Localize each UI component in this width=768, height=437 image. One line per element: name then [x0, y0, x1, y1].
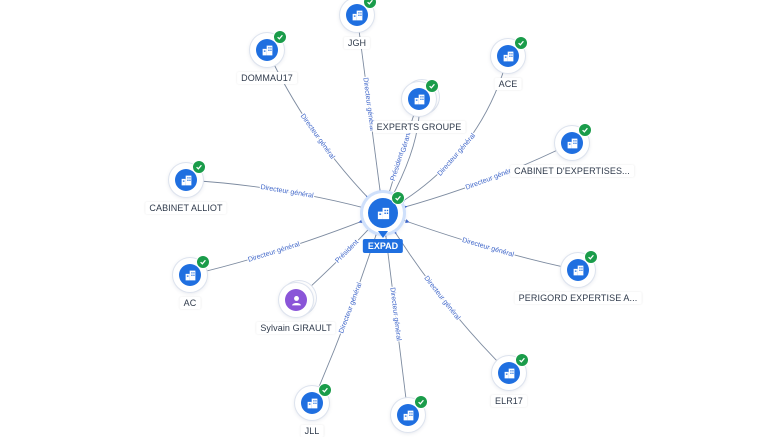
edge-arrow-perigord: [405, 219, 410, 223]
edge-arrow-jgh: [378, 189, 383, 194]
center-node-label: EXPAD: [362, 239, 404, 253]
person-icon: [285, 289, 307, 311]
center-node-button[interactable]: [363, 191, 405, 233]
edge-label-experts-groupe: Président: [390, 152, 406, 182]
node-button-jgh[interactable]: [340, 0, 377, 32]
edge-cabinet-alliot: [185, 179, 384, 214]
node-label: AC: [179, 297, 201, 309]
verified-check-icon: [391, 191, 405, 205]
building-icon: [498, 362, 520, 384]
verified-check-icon: [318, 383, 332, 397]
edge-label-ac: Directeur général: [247, 241, 301, 264]
node-label: PERIGORD EXPERTISE A...: [514, 292, 642, 304]
node-button-ac[interactable]: [173, 255, 210, 292]
building-icon: [497, 45, 519, 67]
edge-arrow-ac: [358, 219, 364, 223]
verified-check-icon: [414, 395, 428, 409]
node-label: DOMMAU17: [237, 72, 297, 84]
node-label: ELR17: [490, 395, 528, 407]
node-button-experts-groupe[interactable]: [402, 79, 439, 116]
verified-check-icon: [584, 250, 598, 264]
building-icon: [256, 39, 278, 61]
node-button-bottom-unlabeled[interactable]: [391, 395, 428, 432]
edge-cabinet-expertises: [382, 142, 573, 214]
node-label: ACE: [494, 78, 522, 90]
building-icon: [346, 4, 368, 26]
node-button-cabinet-alliot[interactable]: [169, 160, 206, 197]
edge-label-cabinet-alliot: Directeur général: [260, 184, 315, 200]
building-icon: [397, 404, 419, 426]
building-icon: [377, 207, 389, 219]
node-button-ace[interactable]: [491, 36, 528, 73]
node-button-jll[interactable]: [295, 383, 332, 420]
verified-check-icon: [363, 0, 377, 9]
node-button-sylvain-girault[interactable]: [279, 283, 313, 317]
node-label: CABINET D'EXPERTISES...: [510, 165, 634, 177]
node-label: Sylvain GIRAULT: [256, 322, 336, 334]
node-label: EXPERTS GROUPE: [372, 121, 466, 133]
verified-check-icon: [192, 160, 206, 174]
verified-check-icon: [196, 255, 210, 269]
verified-check-icon: [514, 36, 528, 50]
edge-jll: [311, 212, 384, 404]
edge-arrow-elr17: [392, 229, 397, 235]
edge-label-sylvain-girault: Président: [334, 239, 360, 265]
edge-label-dommau17: Directeur général: [299, 113, 336, 161]
building-icon: [561, 132, 583, 154]
building-icon: [175, 169, 197, 191]
building-icon: [301, 392, 323, 414]
node-button-dommau17[interactable]: [250, 30, 287, 67]
edge-label-perigord: Directeur général: [461, 237, 515, 259]
edge-ac: [189, 212, 384, 276]
edge-arrow-dommau17: [365, 195, 371, 200]
node-button-cabinet-expertises[interactable]: [555, 123, 592, 160]
node-label: JLL: [300, 425, 324, 437]
node-button-elr17[interactable]: [492, 353, 529, 390]
building-icon: [179, 264, 201, 286]
edge-label-bottom-unlabeled: Directeur général: [388, 287, 402, 342]
node-label: CABINET ALLIOT: [145, 202, 227, 214]
verified-check-icon: [578, 123, 592, 137]
verified-check-icon: [425, 79, 439, 93]
edge-ace: [382, 55, 509, 214]
edge-perigord: [382, 212, 579, 271]
center-pointer: [378, 231, 388, 238]
edge-arrow-cabinet-expertises: [402, 205, 408, 210]
edge-label-experts-groupe: Gérant: [400, 131, 413, 154]
edge-label-jll: Directeur général: [338, 281, 364, 334]
edge-label-elr17: Directeur général: [422, 275, 461, 322]
verified-check-icon: [273, 30, 287, 44]
edge-elr17: [382, 212, 510, 374]
node-label: JGH: [343, 37, 371, 49]
node-button-perigord[interactable]: [561, 250, 598, 287]
verified-check-icon: [515, 353, 529, 367]
building-icon: [567, 259, 589, 281]
edge-label-ace: Directeur général: [437, 132, 478, 177]
building-icon: [408, 88, 430, 110]
